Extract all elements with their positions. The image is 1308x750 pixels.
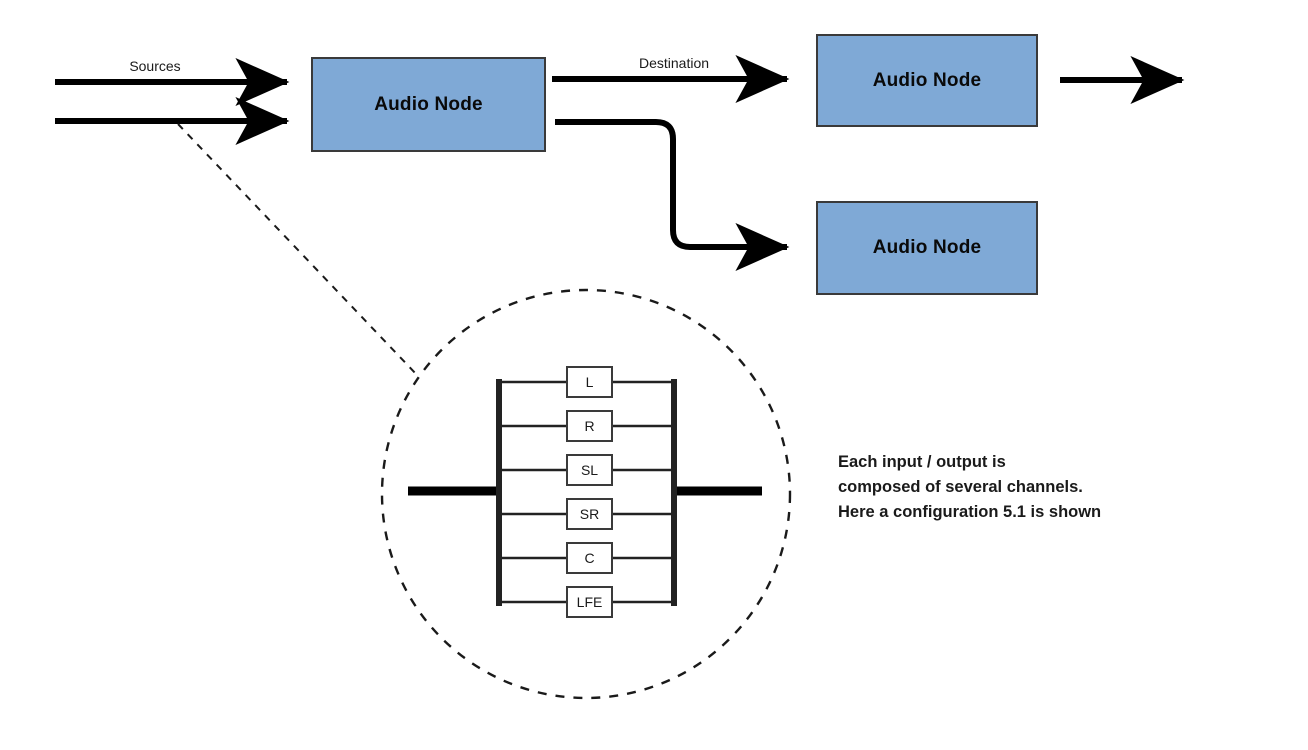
audio-node-right-bottom[interactable]: Audio Node [816, 201, 1038, 295]
audio-node-right-top-label: Audio Node [872, 69, 982, 91]
zoom-leader-line [177, 123, 419, 377]
audio-node-left[interactable]: Audio Node [311, 57, 546, 152]
elbow-connector-arrow [555, 119, 790, 271]
channel-box-l[interactable]: L [566, 366, 613, 398]
audio-node-left-label: Audio Node [374, 93, 483, 115]
channel-box-sl[interactable]: SL [566, 454, 613, 486]
annotation-line-3: Here a configuration 5.1 is shown [838, 503, 1102, 521]
channel-rails [499, 380, 674, 604]
destination-label: Destination [638, 55, 710, 71]
annotation-note: Each input / output is composed of sever… [838, 450, 1168, 525]
zoom-circle [380, 288, 792, 700]
channel-label-l: L [585, 374, 594, 390]
audio-node-right-top[interactable]: Audio Node [816, 34, 1038, 127]
channel-label-sr: SR [579, 506, 600, 522]
audio-node-right-bottom-label: Audio Node [872, 237, 982, 258]
channel-label-r: R [584, 418, 595, 434]
channel-label-sl: SL [580, 462, 599, 478]
channel-box-lfe[interactable]: LFE [566, 586, 613, 618]
channel-box-r[interactable]: R [566, 410, 613, 442]
channel-label-lfe: LFE [576, 594, 603, 610]
annotation-line-1: Each input / output is [838, 453, 1006, 471]
sources-label: Sources [129, 58, 181, 74]
annotation-line-2: composed of several channels. [838, 478, 1083, 496]
channel-label-c: C [584, 550, 595, 566]
channel-box-sr[interactable]: SR [566, 498, 613, 530]
channel-box-c[interactable]: C [566, 542, 613, 574]
